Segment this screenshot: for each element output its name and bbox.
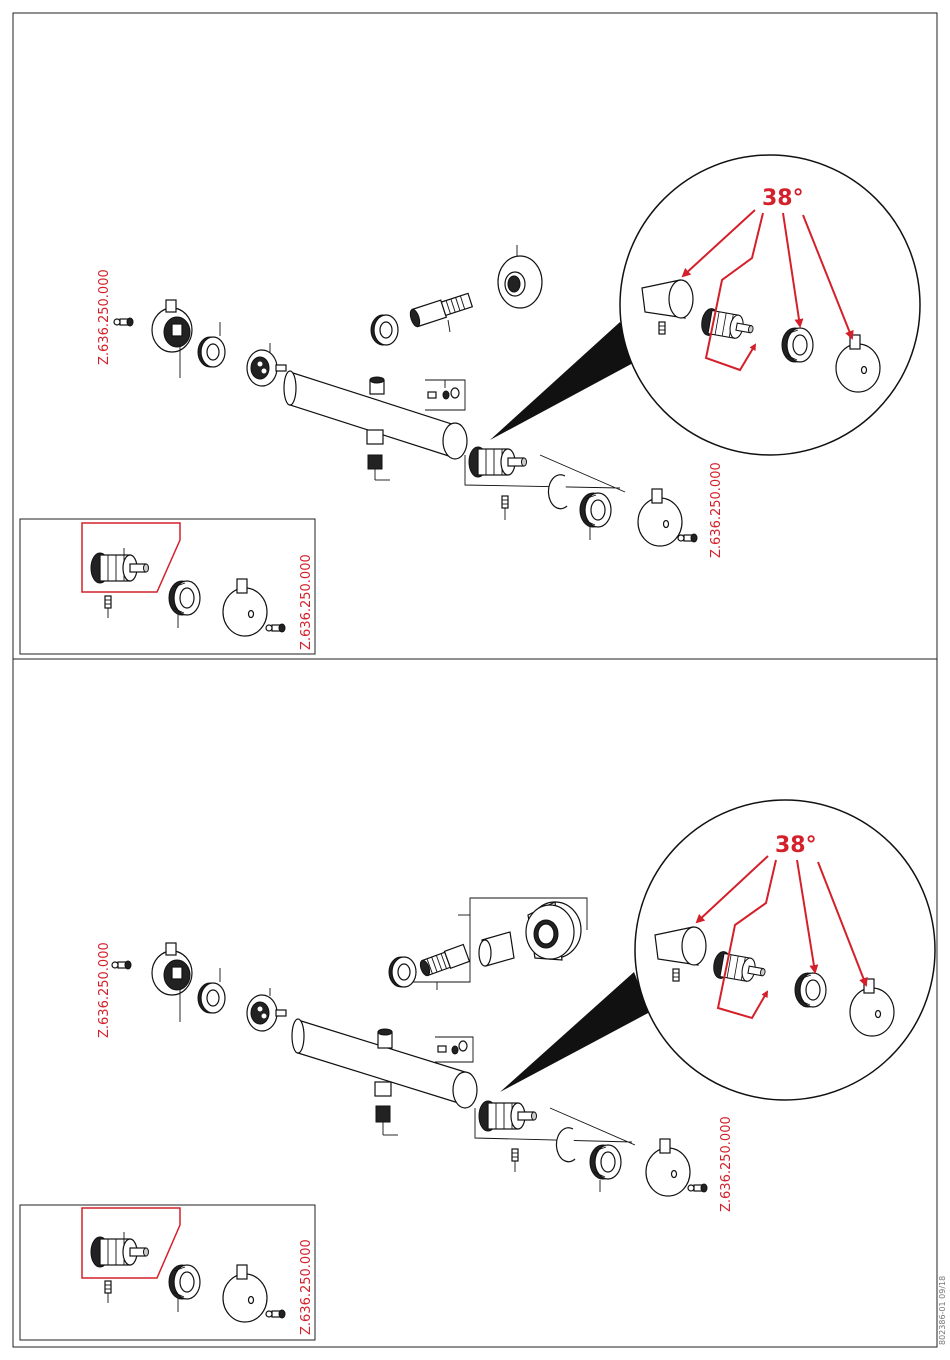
cartridge-right (469, 447, 527, 477)
cover-rosette (498, 245, 542, 308)
ref-code-left: Z.636.250.000 (97, 269, 112, 365)
extension-set-box (389, 898, 587, 990)
zoom-wedge (490, 322, 635, 440)
mixer-body (284, 371, 467, 480)
ref-code-right: Z.636.250.000 (709, 462, 724, 558)
callout-angle-label: 38° (775, 833, 817, 858)
pin (502, 496, 508, 508)
circlip (548, 475, 567, 509)
left-handle (152, 943, 192, 995)
left-ring (198, 983, 225, 1013)
right-handle (638, 489, 682, 546)
inset-box: Z.636.250.000 (20, 1205, 315, 1340)
screw-set-box (425, 380, 465, 410)
thermo-element (247, 995, 286, 1031)
mixer-body (292, 1019, 477, 1135)
panel-bottom: 38° Z.636.250.000 Z.636.250.000 Z.636.25… (20, 800, 935, 1340)
doc-number: 802386-01 09/18 (938, 1276, 947, 1345)
pin (512, 1149, 518, 1161)
cartridge-right (479, 1101, 537, 1131)
left-ring (198, 337, 225, 367)
right-handle (646, 1139, 690, 1196)
screw-set-box (435, 1037, 473, 1062)
locking-nut (590, 1145, 621, 1179)
left-screw (112, 961, 131, 969)
panel-top: 38° Z.636.250.000 Z.636.250.000 Z.636.25… (20, 155, 920, 654)
thermo-element (247, 350, 286, 386)
extension-piece (408, 292, 473, 328)
circlip (556, 1128, 575, 1162)
right-screw (688, 1184, 707, 1192)
zoom-wedge (500, 972, 650, 1092)
inset-box: Z.636.250.000 (20, 519, 315, 654)
seal-washer (371, 315, 398, 345)
ref-code-inset: Z.636.250.000 (299, 1239, 314, 1335)
locking-nut (580, 493, 611, 527)
callout-angle-label: 38° (762, 186, 804, 211)
ref-code-left: Z.636.250.000 (97, 942, 112, 1038)
left-handle (152, 300, 192, 352)
ref-code-inset: Z.636.250.000 (299, 554, 314, 650)
right-screw (678, 534, 697, 542)
left-screw (114, 318, 133, 326)
ref-code-right: Z.636.250.000 (719, 1116, 734, 1212)
